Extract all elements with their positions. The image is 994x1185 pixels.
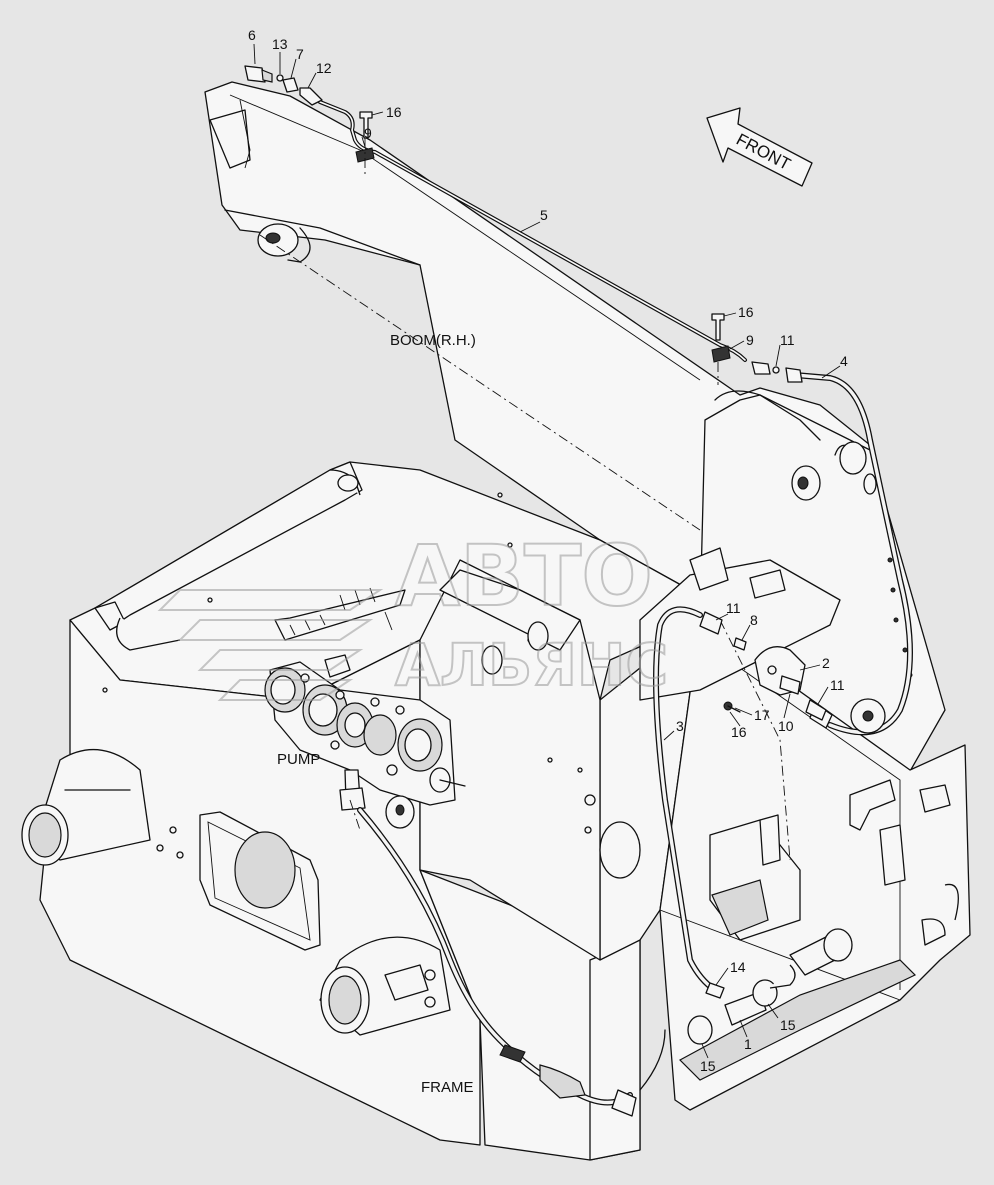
callout-13: 13	[272, 36, 288, 52]
fitting-11-mid	[699, 611, 723, 635]
callout-16-bottom: 16	[731, 724, 747, 740]
boom-label: BOOM(R.H.)	[390, 332, 476, 349]
clamp-15-right	[752, 979, 778, 1007]
bolt-16-upper	[359, 111, 373, 139]
callout-8: 8	[750, 612, 758, 628]
fitting-1-assembly	[687, 928, 853, 1045]
o-ring-13	[276, 74, 284, 82]
frame-hose	[349, 799, 666, 1117]
watermark-line2: АЛЬЯНС	[395, 631, 668, 699]
callout-2: 2	[822, 655, 830, 671]
callout-9-lower: 9	[746, 332, 754, 348]
clamp-9-upper	[355, 147, 375, 163]
clamp-14	[705, 982, 725, 999]
hydraulic-pump: PUMP	[264, 661, 466, 829]
callout-10: 10	[778, 718, 794, 734]
hose-2	[723, 646, 827, 721]
fitting-6	[244, 65, 273, 83]
callout-7: 7	[296, 46, 304, 62]
fitting-10	[779, 675, 801, 695]
fitting-8	[733, 637, 747, 651]
callout-15-left: 15	[700, 1058, 716, 1074]
fitting-7	[282, 77, 299, 93]
callout-6: 6	[248, 27, 256, 43]
watermark-line1: АВТО	[395, 527, 653, 625]
leader-lines	[253, 43, 841, 1059]
clamp-15-left	[687, 1015, 713, 1045]
callout-16-lower: 16	[738, 304, 754, 320]
callout-4: 4	[840, 353, 848, 369]
pump-label: PUMP	[277, 751, 320, 768]
callout-17: 17	[754, 707, 770, 723]
clamp-9-lower	[711, 345, 731, 363]
watermark: АВТО АЛЬЯНС	[157, 526, 669, 701]
front-axle-housing	[319, 936, 451, 1036]
pipe-5	[244, 65, 780, 385]
fitting-11-right	[805, 699, 827, 721]
left-axle-housing	[21, 748, 151, 866]
callout-14: 14	[730, 959, 746, 975]
callout-5: 5	[540, 207, 548, 223]
callout-11-mid: 11	[726, 600, 741, 616]
front-direction-arrow: FRONT	[706, 107, 813, 187]
callout-11-upper: 11	[780, 332, 795, 348]
callout-16-upper: 16	[386, 104, 402, 120]
fitting-11-upper	[751, 361, 771, 375]
bolt-16-lower	[711, 313, 725, 341]
callouts: 6 13 7 12 16 9 5 16 9 11 4 11 8 2 11 17 …	[248, 27, 848, 1074]
callout-12: 12	[316, 60, 332, 76]
callout-11-right: 11	[830, 677, 845, 693]
callout-1: 1	[744, 1036, 752, 1052]
hose-3	[653, 606, 747, 999]
frame-label: FRAME	[421, 1079, 474, 1096]
callout-9-upper: 9	[364, 125, 372, 141]
callout-3: 3	[676, 718, 684, 734]
hose-4	[785, 367, 913, 736]
callout-15-right: 15	[780, 1017, 796, 1033]
